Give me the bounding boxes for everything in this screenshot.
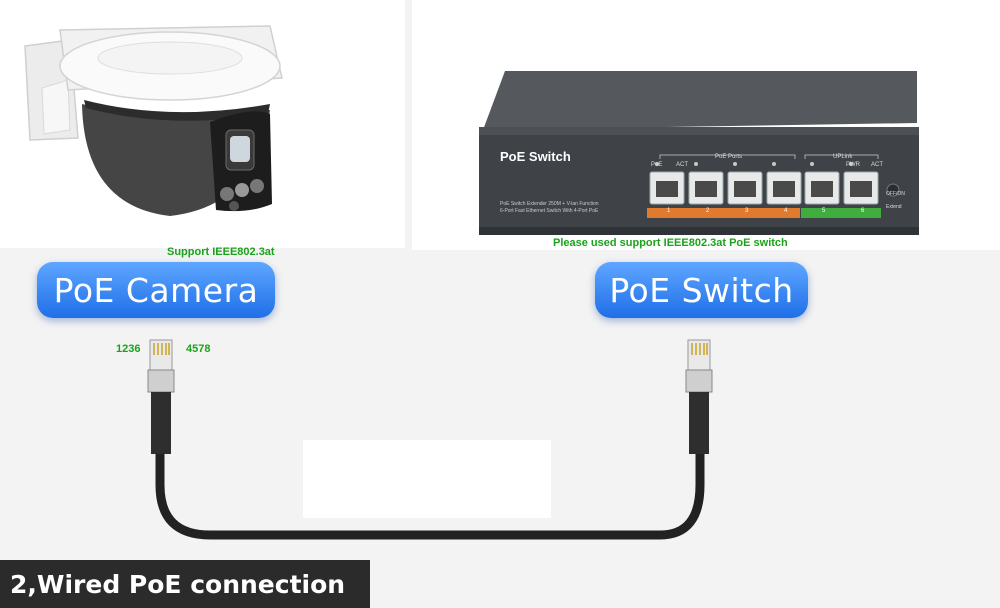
- switch-extend-label: Extend: [886, 204, 902, 210]
- switch-act2-label: ACT: [871, 162, 883, 168]
- wired-poe-connection-banner: 2,Wired PoE connection: [0, 560, 370, 608]
- pin-right-label: 4578: [186, 343, 211, 355]
- switch-poe-label: PoE: [651, 162, 663, 168]
- port-number: 3: [745, 208, 749, 214]
- dome-camera-image: [24, 25, 283, 216]
- port-number: 5: [822, 208, 826, 214]
- switch-desc-line2: 6-Port Fast Ethernet Switch With 4-Port …: [500, 208, 599, 214]
- switch-uplink-label: UPLink: [833, 154, 853, 160]
- switch-act-label: ACT: [676, 162, 688, 168]
- switch-support-note: Please used support IEEE802.3at PoE swit…: [553, 237, 788, 249]
- center-blank-panel: [303, 440, 551, 518]
- pin-left-label: 1236: [116, 343, 141, 355]
- port-number: 2: [706, 208, 710, 214]
- switch-pwr-label: PWR: [846, 162, 860, 168]
- poe-switch-title: PoE Switch: [595, 262, 808, 318]
- switch-brand-label: PoE Switch: [500, 149, 571, 164]
- switch-offon-label: OFF/ON: [886, 191, 905, 197]
- poe-switch-image: [479, 71, 919, 235]
- port-number: 4: [784, 208, 788, 214]
- switch-poe-ports-label: PoE Ports: [715, 154, 743, 160]
- port-number: 6: [861, 208, 865, 214]
- poe-camera-title: PoE Camera: [37, 262, 275, 318]
- port-number: 1: [667, 208, 671, 214]
- switch-desc-line1: PoE Switch Extender 250M + V-lan Functio…: [500, 201, 599, 207]
- camera-support-note: Support IEEE802.3at: [167, 246, 275, 258]
- ethernet-cable-image: [147, 339, 713, 540]
- uplink-ports-strip: [801, 208, 881, 218]
- poe-ports-strip: [647, 208, 800, 218]
